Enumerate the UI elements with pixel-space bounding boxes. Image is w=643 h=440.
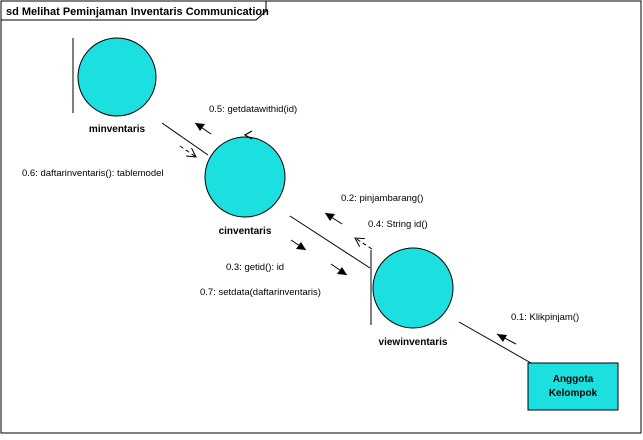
object-minventaris[interactable]: minventaris bbox=[72, 37, 157, 135]
message-arrow-0-4 bbox=[355, 238, 373, 250]
object-label-cinventaris: cinventaris bbox=[219, 226, 272, 237]
entity-circle bbox=[77, 37, 157, 117]
message-arrow-0-6 bbox=[179, 145, 196, 157]
message-label-0-4: 0.4: String id() bbox=[368, 219, 428, 230]
actor-label-line2: Kelompok bbox=[549, 388, 598, 399]
link-viewinventaris-actor bbox=[458, 321, 539, 368]
frame-title: sd Melihat Peminjaman Inventaris Communi… bbox=[6, 6, 269, 18]
object-label-minventaris: minventaris bbox=[89, 124, 146, 135]
object-cinventaris[interactable]: cinventaris bbox=[204, 130, 286, 237]
message-arrowhead-0-7 bbox=[337, 267, 347, 275]
object-viewinventaris[interactable]: viewinventaris bbox=[370, 247, 454, 348]
actor-anggota-kelompok[interactable]: Anggota Kelompok bbox=[527, 362, 619, 411]
message-label-0-2: 0.2: pinjambarang() bbox=[341, 193, 423, 204]
control-circle bbox=[204, 136, 286, 218]
message-arrowhead-0-1 bbox=[497, 334, 507, 342]
actor-label-line1: Anggota bbox=[553, 374, 594, 385]
link-minventaris-cinventaris bbox=[161, 122, 209, 156]
message-arrowhead-0-3 bbox=[296, 242, 306, 250]
actor-box bbox=[527, 362, 619, 411]
message-label-0-3: 0.3: getid(): id bbox=[226, 262, 284, 273]
control-arrowhead bbox=[243, 130, 253, 140]
message-arrowhead-0-5 bbox=[195, 123, 205, 131]
message-label-0-7: 0.7: setdata(daftarinventaris) bbox=[200, 287, 321, 298]
message-label-0-5: 0.5: getdatawithid(id) bbox=[209, 104, 297, 115]
message-arrowhead-0-2 bbox=[325, 213, 335, 221]
object-label-viewinventaris: viewinventaris bbox=[379, 337, 448, 348]
frame-title-tab bbox=[0, 0, 267, 21]
message-label-0-1: 0.1: Klikpinjam() bbox=[511, 312, 579, 323]
boundary-circle bbox=[372, 247, 454, 329]
link-cinventaris-viewinventaris bbox=[289, 215, 371, 269]
message-label-0-6: 0.6: daftarinventaris(): tablemodel bbox=[22, 168, 164, 179]
